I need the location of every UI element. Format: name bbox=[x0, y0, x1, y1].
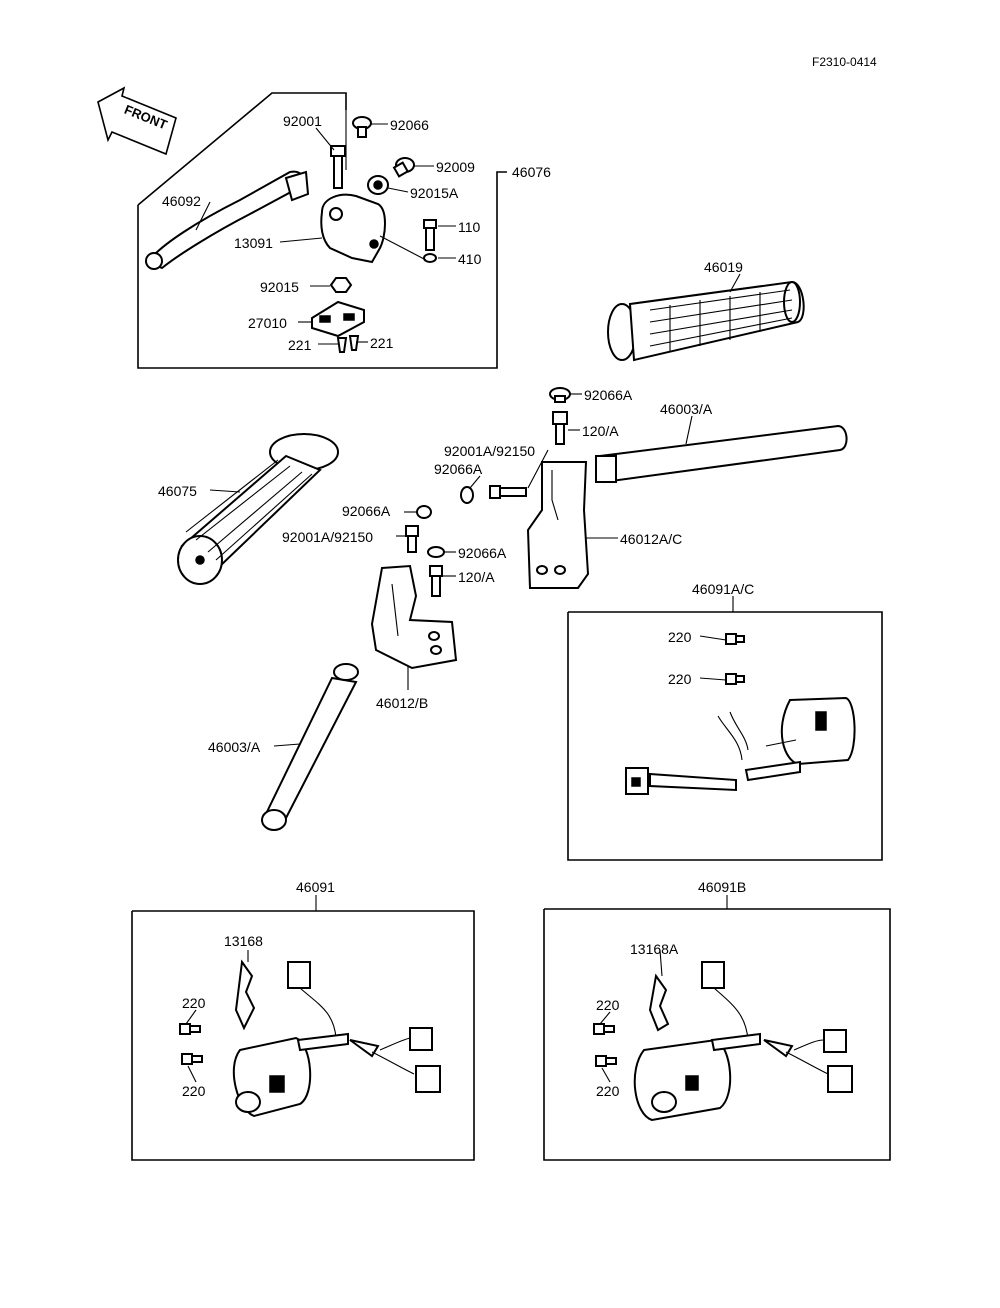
washer-92015A bbox=[367, 175, 389, 195]
switch-housing-46091B bbox=[633, 961, 853, 1122]
part-label: 46075 bbox=[158, 483, 197, 499]
grip-46019 bbox=[607, 280, 805, 362]
bolt-92001A-right bbox=[489, 485, 527, 499]
part-label: 220 bbox=[182, 1083, 206, 1099]
switch-box-46091AC bbox=[567, 611, 883, 861]
holder-46012AC bbox=[526, 461, 590, 589]
part-label: 410 bbox=[458, 251, 482, 267]
nut-92015 bbox=[329, 277, 353, 293]
figure-ref: F2310-0414 bbox=[812, 55, 877, 69]
bolt-120A-lower bbox=[429, 565, 443, 597]
part-label: 13091 bbox=[234, 235, 273, 251]
bolt-120A-top bbox=[552, 411, 568, 445]
switch-box-46091B bbox=[543, 908, 891, 1161]
part-label: 46091 bbox=[296, 879, 335, 895]
lever-clamp bbox=[320, 193, 386, 264]
part-label: 46003/A bbox=[660, 401, 713, 417]
screw-220-a bbox=[725, 633, 745, 645]
part-label: 92001A/92150 bbox=[444, 443, 535, 459]
part-label: 13168A bbox=[630, 941, 679, 957]
part-label: 92066A bbox=[584, 387, 633, 403]
switch-housing-46091AC bbox=[625, 696, 856, 795]
part-label: 46076 bbox=[512, 164, 551, 180]
part-label: 46012/B bbox=[376, 695, 428, 711]
handlebar-left bbox=[261, 663, 359, 831]
screw-220-b bbox=[725, 673, 745, 685]
cap-92066A-top bbox=[549, 387, 571, 403]
cap-92066A-left bbox=[416, 505, 432, 519]
part-label: 220 bbox=[182, 995, 206, 1011]
screw-221-left bbox=[336, 337, 348, 353]
leader-lines bbox=[185, 123, 741, 1083]
part-label: 13168 bbox=[224, 933, 263, 949]
lever-assembly-box bbox=[137, 92, 347, 206]
part-label: 110 bbox=[458, 219, 481, 235]
screw-220-f bbox=[595, 1055, 617, 1067]
part-label: 120/A bbox=[458, 569, 495, 585]
screw-220-d bbox=[181, 1053, 203, 1065]
part-label: 46091B bbox=[698, 879, 746, 895]
part-label: 92066A bbox=[458, 545, 507, 561]
front-arrow-icon: FRONT bbox=[97, 86, 177, 156]
part-label: 220 bbox=[596, 1083, 620, 1099]
cap-92066A-mid bbox=[460, 486, 474, 504]
part-label: 92015 bbox=[260, 279, 299, 295]
part-label: 92009 bbox=[436, 159, 475, 175]
handlebar-right bbox=[595, 424, 848, 484]
part-label: 221 bbox=[370, 335, 394, 351]
switch-housing-46091 bbox=[232, 959, 441, 1118]
part-label: 46019 bbox=[704, 259, 743, 275]
cap-92066 bbox=[352, 116, 372, 138]
part-label: 92066A bbox=[342, 503, 391, 519]
holder-46012B bbox=[370, 564, 458, 670]
screw-220-c bbox=[179, 1023, 201, 1035]
part-label: 221 bbox=[288, 337, 312, 353]
part-label: 220 bbox=[668, 671, 692, 687]
part-label: 92066A bbox=[434, 461, 483, 477]
part-label: 92015A bbox=[410, 185, 459, 201]
part-label: 92066 bbox=[390, 117, 429, 133]
brake-lever bbox=[145, 170, 310, 270]
screw-220-e bbox=[593, 1023, 615, 1035]
screw-92009 bbox=[392, 157, 415, 178]
part-label: 27010 bbox=[248, 315, 287, 331]
switch-27010 bbox=[311, 300, 365, 338]
part-label: 46091A/C bbox=[692, 581, 754, 597]
grip-46075 bbox=[177, 433, 339, 585]
part-label: 46003/A bbox=[208, 739, 261, 755]
part-labels: 92001 92066 92009 92015A 46076 46092 130… bbox=[158, 113, 754, 1099]
part-label: 120/A bbox=[582, 423, 619, 439]
part-label: 220 bbox=[668, 629, 692, 645]
switch-box-46091 bbox=[131, 910, 475, 1161]
bolt-110 bbox=[423, 219, 437, 251]
part-label: 220 bbox=[596, 997, 620, 1013]
part-label: 92001 bbox=[283, 113, 322, 129]
cap-92066A-lower bbox=[427, 546, 445, 558]
part-label: 46092 bbox=[162, 193, 201, 209]
bolt-92001A-left bbox=[405, 525, 419, 553]
screw-221-right bbox=[348, 335, 360, 351]
washer-410 bbox=[423, 253, 437, 263]
part-label: 46012A/C bbox=[620, 531, 682, 547]
bolt-92001 bbox=[330, 145, 346, 189]
part-label: 92001A/92150 bbox=[282, 529, 373, 545]
